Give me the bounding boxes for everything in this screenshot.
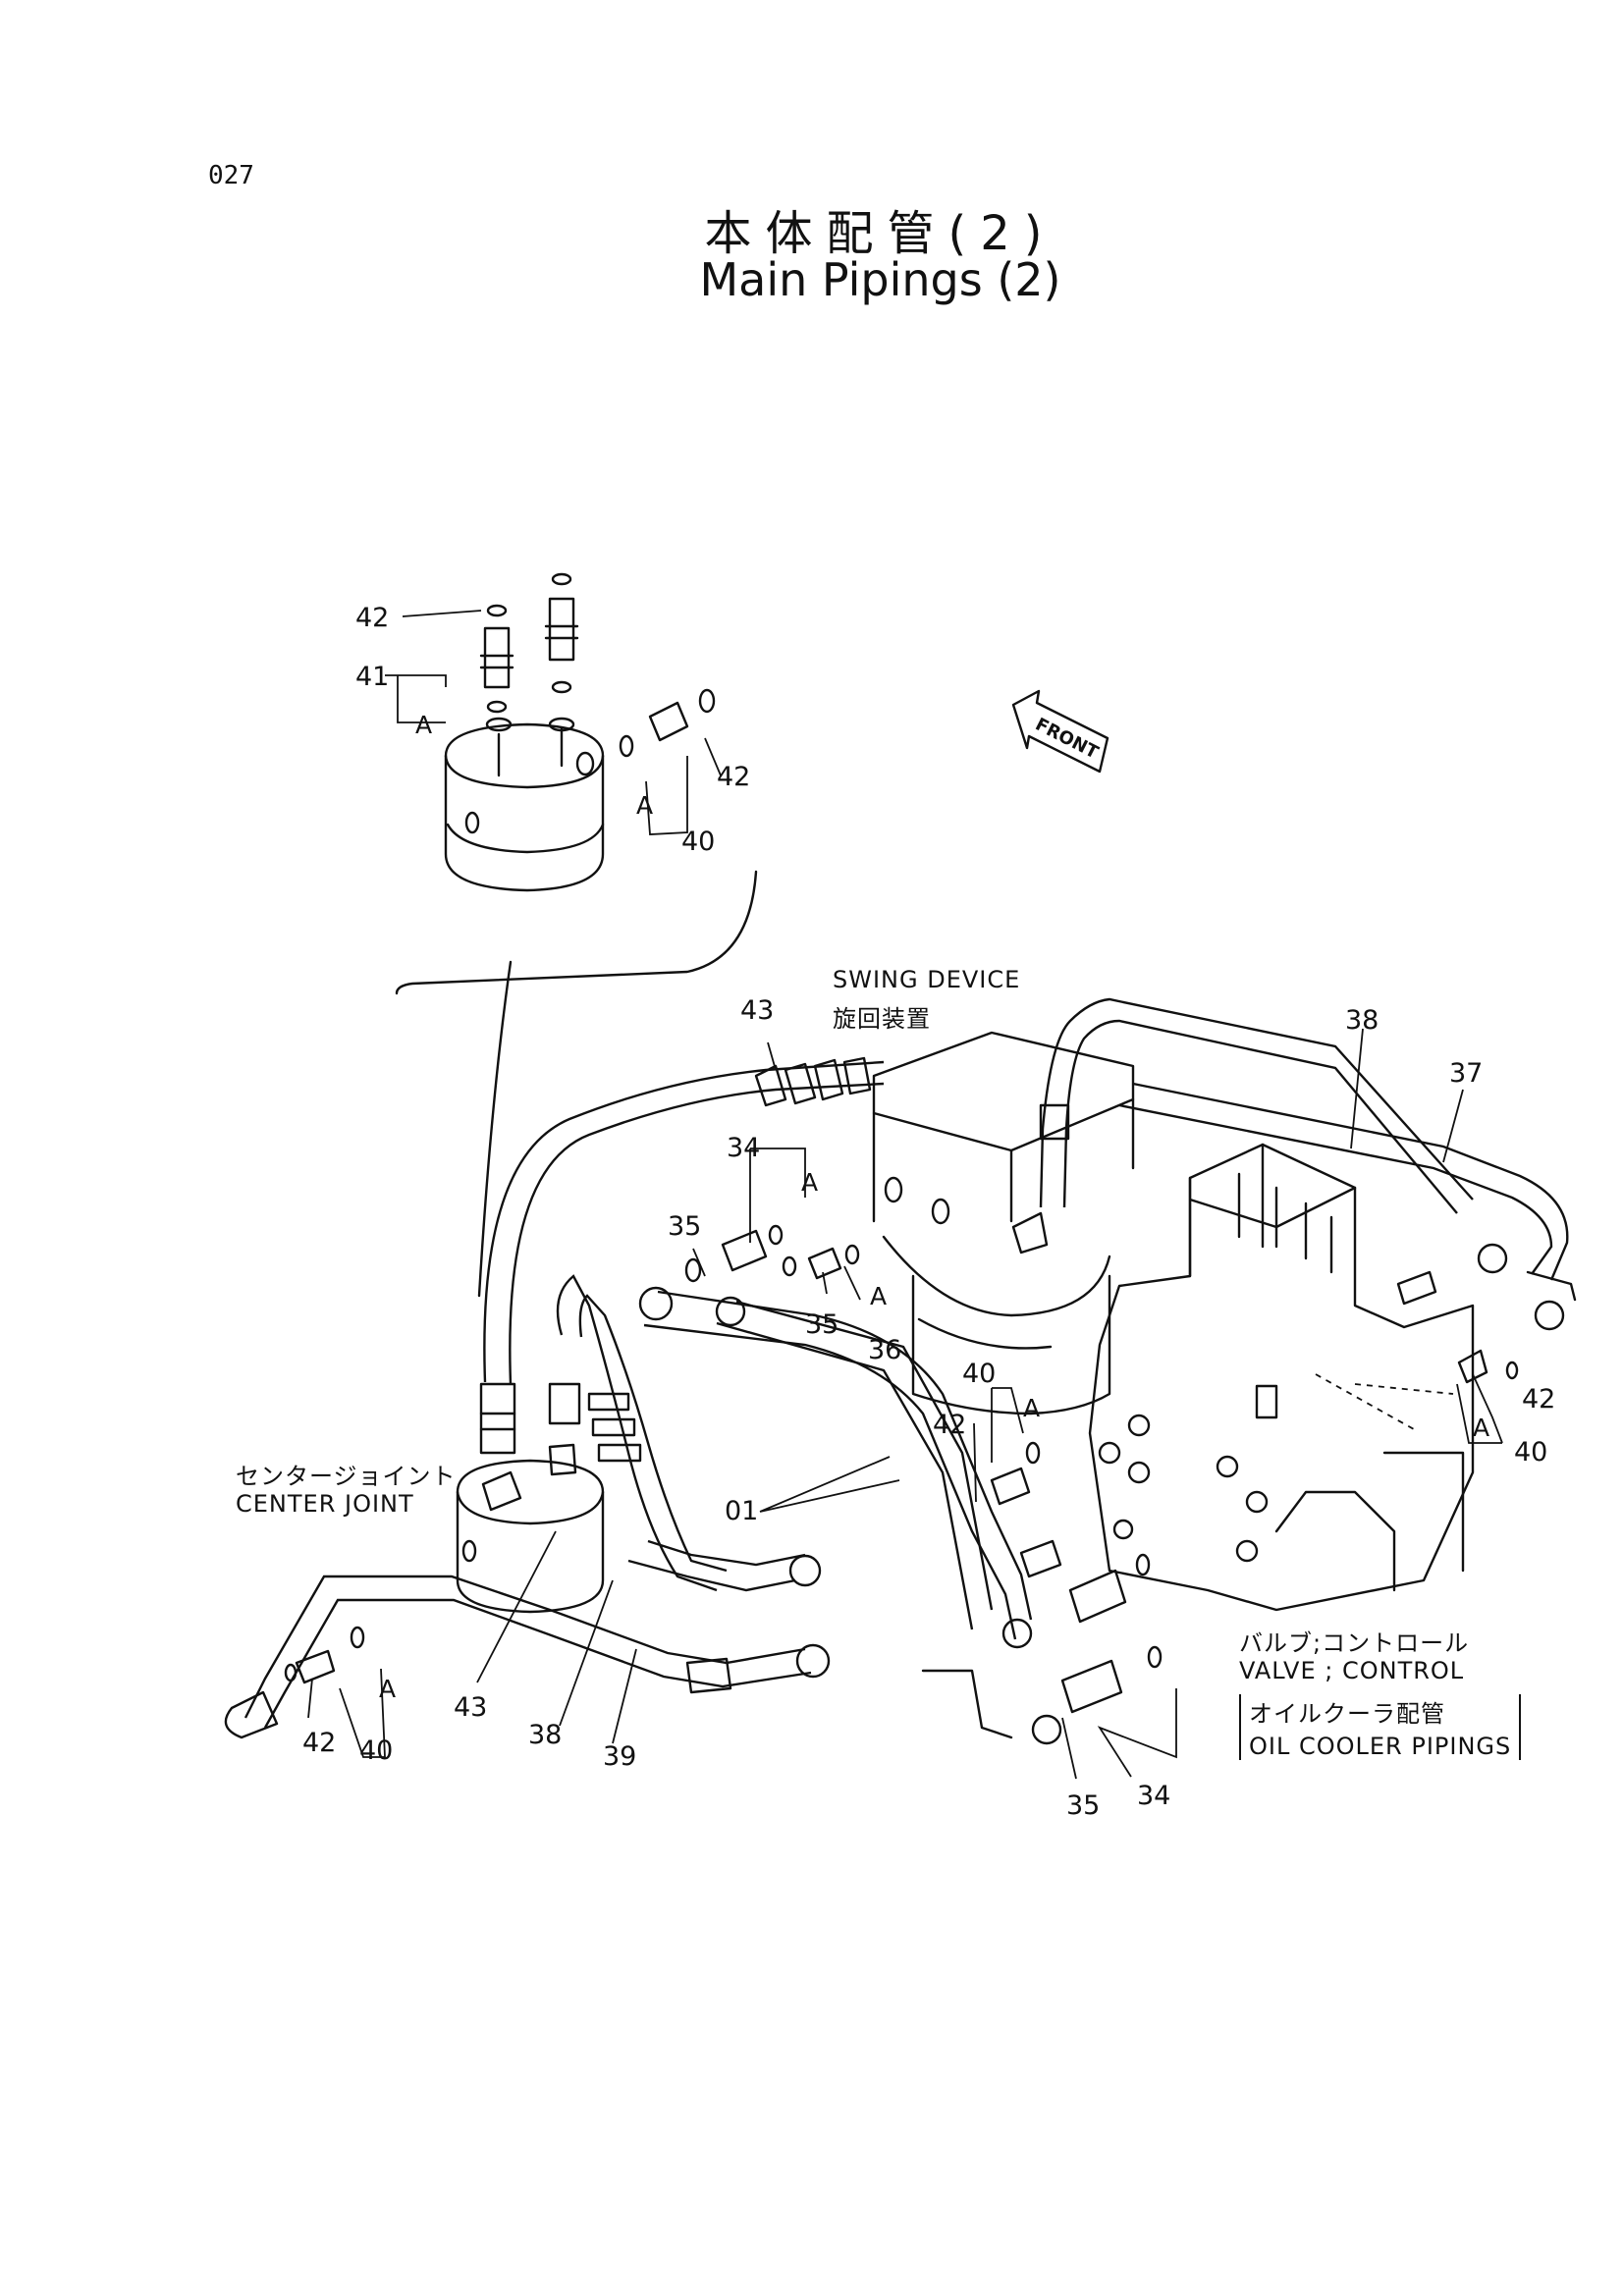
callout-number: 40	[962, 1359, 997, 1389]
page-number: 027	[208, 161, 254, 190]
callout-number: 34	[727, 1133, 761, 1163]
callout-number: 42	[1522, 1384, 1556, 1415]
callout-number: 42	[933, 1410, 967, 1440]
oil-cooler-pipings-label-en: OIL COOLER PIPINGS	[1249, 1733, 1512, 1760]
callout-number: 34	[1137, 1781, 1171, 1811]
callout-number: 35	[805, 1309, 839, 1340]
callout-number: 36	[868, 1335, 902, 1365]
pipe-lower-drawing	[627, 1539, 822, 1592]
pipe-39-drawing	[224, 1575, 831, 1739]
center-joint-drawing	[456, 1382, 605, 1614]
callout-number: 42	[355, 603, 390, 633]
callout-number: 40	[1514, 1437, 1548, 1468]
swing-device-label-en: SWING DEVICE	[833, 966, 1021, 993]
detail-leader	[477, 960, 513, 1298]
group-mark: A	[1473, 1414, 1490, 1442]
center-joint-label-en: CENTER JOINT	[236, 1490, 414, 1518]
control-valve-drawing	[1088, 1143, 1475, 1612]
oil-cooler-pipings-label-jp: オイルクーラ配管	[1249, 1700, 1445, 1728]
callout-number: 43	[740, 995, 775, 1026]
callout-number: 38	[528, 1720, 563, 1750]
group-mark: A	[801, 1168, 819, 1197]
group-mark: A	[870, 1282, 888, 1310]
swing-device-label-jp: 旋回装置	[833, 1005, 931, 1033]
center-joint-label-jp: センタージョイント	[236, 1463, 457, 1490]
callout-number: 42	[717, 762, 751, 792]
leader-lines	[307, 1028, 1503, 1780]
callout-number: 35	[668, 1211, 702, 1242]
hose-43-drawing	[483, 1056, 885, 1385]
page-title-english: Main Pipings (2)	[699, 253, 1061, 306]
detail-center-joint-drawing	[385, 572, 758, 995]
oil-cooler-pipings-block: オイルクーラ配管 OIL COOLER PIPINGS	[1239, 1694, 1522, 1760]
callout-number: 42	[302, 1728, 337, 1758]
callout-number: 39	[603, 1741, 637, 1772]
control-valve-label-en: VALVE ; CONTROL	[1239, 1657, 1465, 1684]
swing-device-drawing	[872, 1031, 1135, 1415]
group-mark: A	[636, 791, 654, 820]
group-mark: A	[379, 1675, 397, 1703]
front-arrow-icon	[1011, 689, 1109, 774]
callout-number: 35	[1066, 1790, 1101, 1821]
pipe-bundle-center-drawing	[556, 1274, 728, 1592]
fittings-drawing	[284, 1224, 1519, 1714]
callout-number: 41	[355, 662, 390, 692]
group-mark: A	[1023, 1394, 1041, 1422]
callout-number: 38	[1345, 1005, 1380, 1036]
callout-number: 40	[681, 827, 716, 857]
callout-number: 37	[1449, 1058, 1484, 1089]
callout-number: 43	[454, 1692, 488, 1723]
callout-number: 01	[725, 1496, 759, 1526]
control-valve-label-jp: バルブ;コントロール	[1239, 1629, 1470, 1657]
callout-number: 40	[359, 1735, 394, 1766]
page-title-japanese: 本体配管(2)	[704, 206, 1056, 261]
hose-37-drawing	[1118, 1082, 1577, 1331]
group-mark: A	[415, 711, 433, 739]
hose-38-drawing	[1011, 997, 1474, 1255]
pipe-01-drawing	[638, 1286, 1062, 1745]
